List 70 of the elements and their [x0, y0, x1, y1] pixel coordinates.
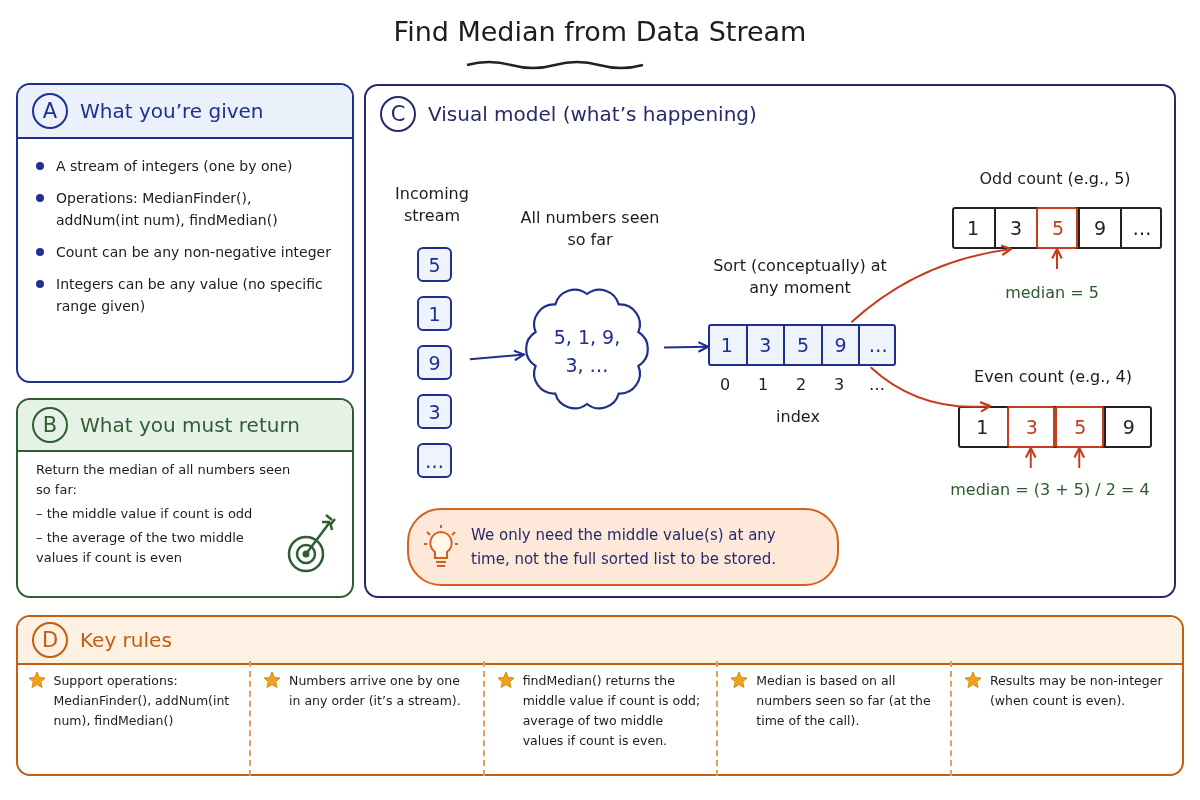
panel-heading: What you must return	[80, 413, 300, 437]
body-text: – the average of the two middle values if count is even	[36, 529, 245, 567]
value-cell: 3	[417, 394, 452, 429]
index-number: 0	[718, 374, 732, 396]
cloud-text: 5, 1, 9, 3, …	[552, 325, 622, 378]
letter-circle: D	[32, 622, 68, 658]
node-label: Odd count (e.g., 5)	[978, 168, 1132, 190]
arrow	[1051, 247, 1063, 270]
array-cell: 9	[1103, 406, 1152, 448]
array-cell: 3	[745, 324, 784, 366]
axis-caption: index	[775, 406, 821, 428]
bullet-text: A stream of integers (one by one)	[56, 157, 293, 176]
array-cell: 1	[708, 324, 746, 366]
letter-circle: B	[32, 407, 68, 443]
arrow	[663, 341, 710, 353]
letter-circle: C	[380, 96, 416, 132]
info-card	[16, 83, 354, 383]
array-cell: 3	[994, 207, 1036, 249]
bullet-text: Integers can be any value (no specific range given)	[56, 275, 324, 316]
median-label: median = (3 + 5) / 2 = 4	[949, 479, 1151, 501]
index-number: 3	[832, 374, 846, 396]
index-number: …	[868, 374, 886, 396]
array-cell: 5	[1055, 406, 1104, 448]
node-label: Sort (conceptually) at any moment	[712, 255, 888, 299]
array-cell: 1	[958, 406, 1007, 448]
note-callout	[407, 508, 839, 586]
array-cell: …	[858, 324, 896, 366]
panel-heading: Visual model (what’s happening)	[428, 102, 757, 126]
array-strip	[708, 324, 896, 366]
note-text: We only need the middle value(s) at any time, not the full sorted list to be stored.	[471, 525, 777, 570]
info-card	[364, 84, 1176, 598]
letter-circle: A	[32, 93, 68, 129]
array-cell: 1	[952, 207, 994, 249]
arrow	[468, 349, 526, 362]
array-strip	[958, 406, 1152, 448]
array-cell: 5	[783, 324, 821, 366]
title: Find Median from Data Stream	[392, 16, 808, 47]
arrow	[1024, 446, 1037, 469]
index-number: 1	[756, 374, 770, 396]
body-text: Return the median of all numbers seen so far:	[36, 461, 292, 499]
value-cell: 1	[417, 296, 452, 331]
array-cell: 3	[1006, 406, 1055, 448]
array-cell: 5	[1036, 207, 1078, 249]
bullet-text: Count can be any non-negative integer	[56, 243, 331, 262]
array-cell: 9	[820, 324, 859, 366]
array-cell: …	[1120, 207, 1162, 249]
node-label: All numbers seen so far	[519, 207, 661, 251]
node-label: Even count (e.g., 4)	[973, 366, 1133, 388]
rule-text: Results may be non-integer (when count is even).	[989, 671, 1164, 710]
arrow	[1073, 446, 1086, 469]
body-text: – the middle value if count is odd	[36, 505, 254, 523]
rule-text: Numbers arrive one by one in any order (it’s a stream).	[289, 671, 462, 710]
value-cell: 9	[417, 345, 452, 380]
bullet-text: Operations: MedianFinder(), addNum(int num), findMedian()	[56, 189, 279, 230]
array-strip	[952, 207, 1162, 249]
rule-text: Median is based on all numbers seen so far (at the time of the call).	[756, 671, 932, 730]
panel-heading: What you’re given	[80, 99, 264, 123]
panel-heading: Key rules	[80, 628, 172, 652]
value-cell: 5	[417, 247, 452, 282]
median-label: median = 5	[1004, 282, 1100, 304]
array-cell: 9	[1078, 207, 1120, 249]
value-cell: …	[417, 443, 452, 478]
rule-text: findMedian() returns the middle value if count is odd; average of two middle values if count is even.	[522, 671, 702, 750]
info-card	[16, 615, 1184, 776]
arrow	[850, 244, 1013, 324]
info-card	[16, 398, 354, 598]
heading-text: Incoming stream	[394, 183, 470, 227]
index-number: 2	[794, 374, 808, 396]
arrow	[869, 366, 992, 413]
rule-text: Support operations: MedianFinder(), addNum(int num), findMedian()	[53, 671, 231, 730]
